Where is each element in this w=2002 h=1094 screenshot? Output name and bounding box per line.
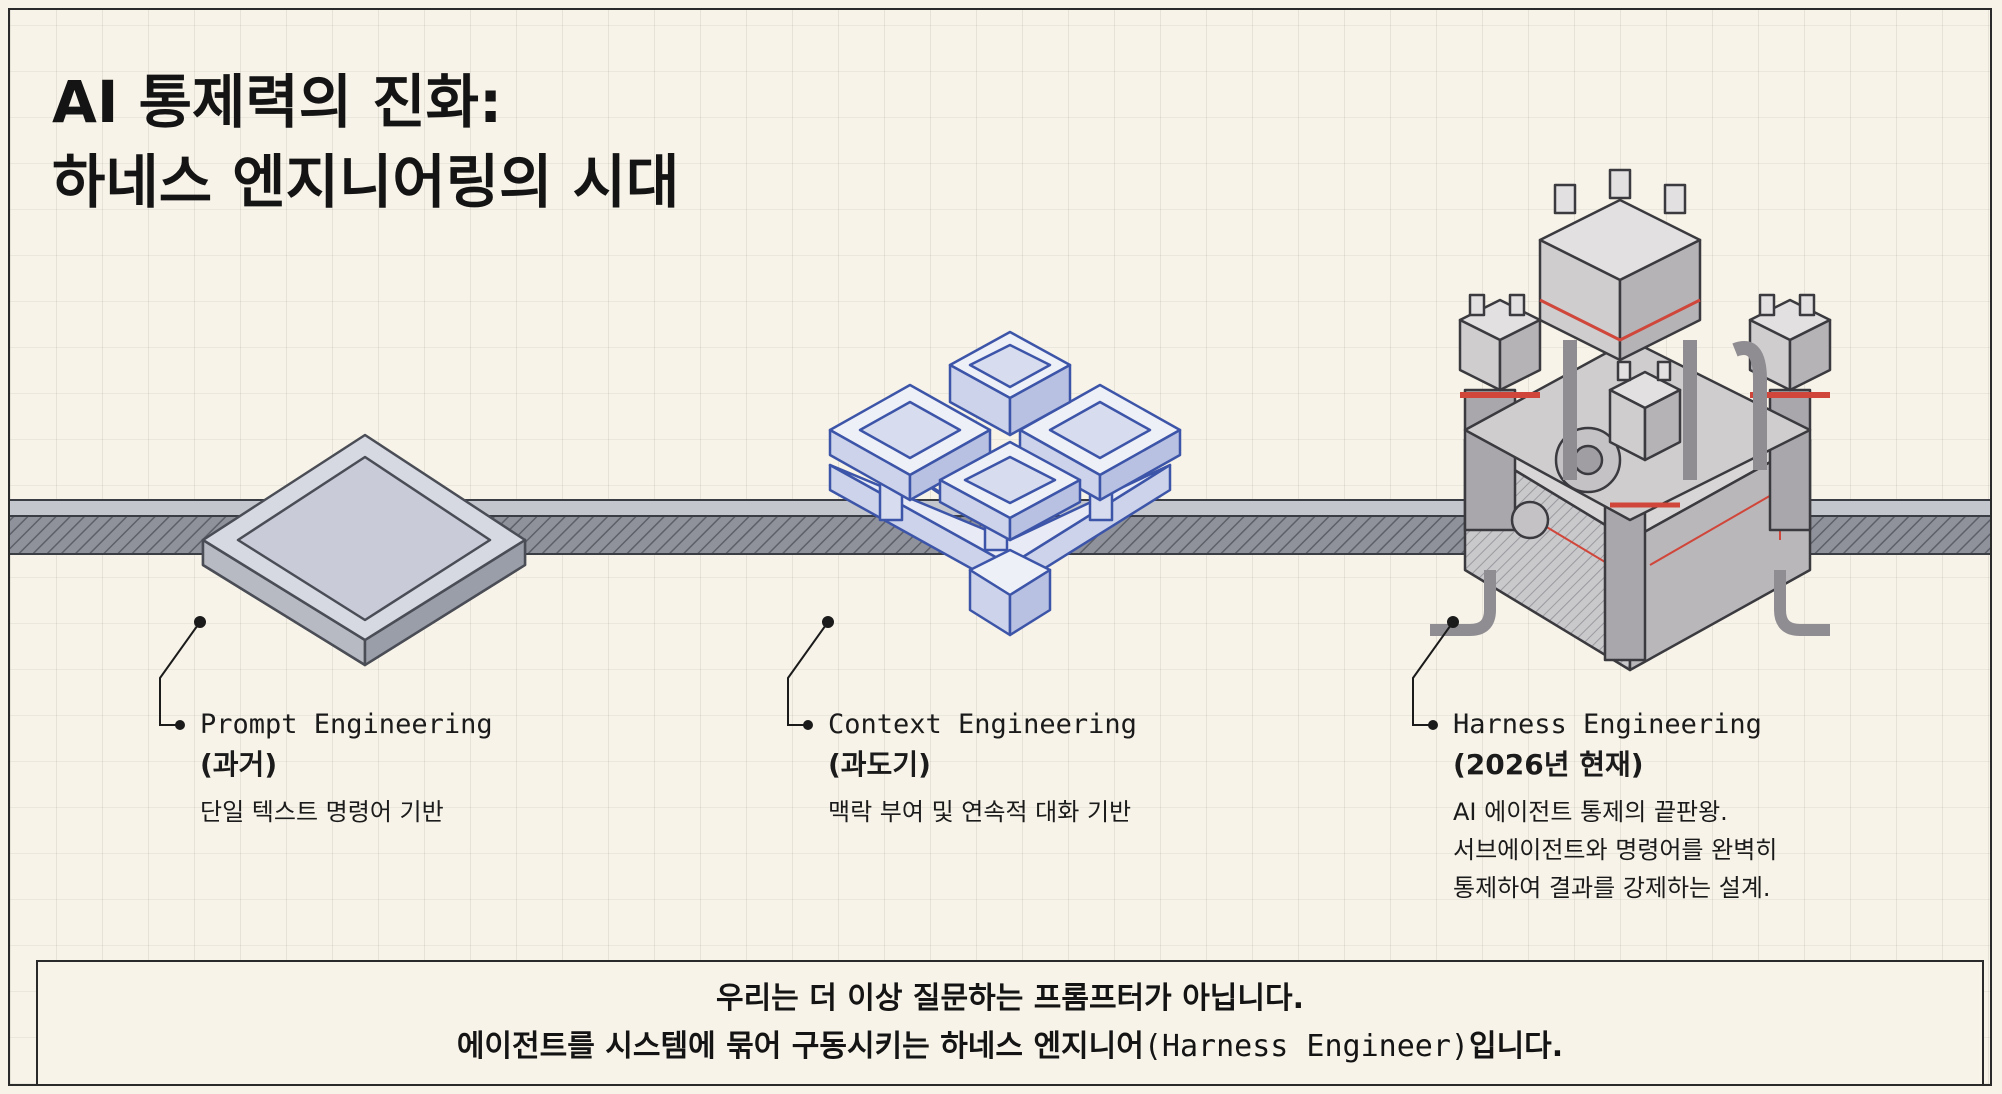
stage-context: Context Engineering (과도기) 맥락 부여 및 연속적 대화…	[828, 705, 1137, 831]
leader-dot	[1428, 720, 1438, 730]
stage-description-line: 통제하여 결과를 강제하는 설계.	[1453, 874, 1771, 902]
summary-box: 우리는 더 이상 질문하는 프롬프터가 아닙니다. 에이전트를 시스템에 묶어 …	[36, 960, 1984, 1084]
title-line-2: 하네스 엔지니어링의 시대	[52, 148, 680, 216]
stage-description-line: 단일 텍스트 명령어 기반	[200, 798, 444, 826]
stage-description: 맥락 부여 및 연속적 대화 기반	[828, 793, 1137, 831]
leader-dot	[803, 720, 813, 730]
timeline-illustration	[10, 168, 1990, 730]
stage-name: Prompt Engineering	[200, 709, 493, 740]
summary-line-2-text: 에이전트를 시스템에 묶어 구동시키는 하네스 엔지니어	[456, 1029, 1144, 1064]
leader-lines	[159, 616, 1459, 730]
stage-era: (과도기)	[828, 748, 931, 781]
page-title: AI 통제력의 진화: 하네스 엔지니어링의 시대	[52, 62, 679, 222]
stage-description-line: 맥락 부여 및 연속적 대화 기반	[828, 798, 1132, 826]
diagram-frame: AI 통제력의 진화: 하네스 엔지니어링의 시대 Prompt Enginee…	[8, 8, 1992, 1086]
stage-name: Harness Engineering	[1453, 709, 1762, 740]
stage-prompt: Prompt Engineering (과거) 단일 텍스트 명령어 기반	[200, 705, 493, 831]
summary-line-2: 에이전트를 시스템에 묶어 구동시키는 하네스 엔지니어(Harness Eng…	[457, 1023, 1563, 1071]
summary-line-2-english: (Harness Engineer)	[1143, 1029, 1469, 1064]
stage-description-line: 서브에이전트와 명령어를 완벽히	[1453, 836, 1778, 864]
flat-slab-icon	[201, 433, 527, 667]
stage-harness: Harness Engineering (2026년 현재) AI 에이전트 통…	[1453, 705, 1777, 907]
leader-dot	[175, 720, 185, 730]
stage-era: (2026년 현재)	[1453, 748, 1644, 781]
stage-name: Context Engineering	[828, 709, 1137, 740]
stage-description-line: AI 에이전트 통제의 끝판왕.	[1453, 798, 1728, 826]
summary-line-1: 우리는 더 이상 질문하는 프롬프터가 아닙니다.	[715, 981, 1305, 1016]
fortress-machine-icon	[1430, 168, 1832, 672]
interlocking-blocks-icon	[828, 330, 1182, 637]
summary-line-2-end: 입니다.	[1468, 1029, 1564, 1064]
title-line-1: AI 통제력의 진화:	[52, 68, 503, 136]
stage-description: AI 에이전트 통제의 끝판왕. 서브에이전트와 명령어를 완벽히 통제하여 결…	[1453, 793, 1777, 907]
stage-era: (과거)	[200, 748, 278, 781]
stage-description: 단일 텍스트 명령어 기반	[200, 793, 493, 831]
